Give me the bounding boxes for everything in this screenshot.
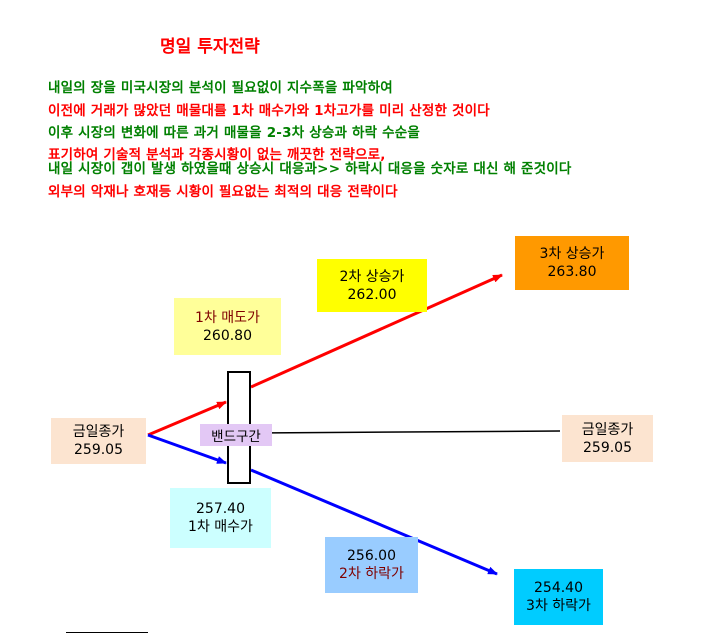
sell1-box: 1차 매도가 260.80 (174, 298, 281, 355)
rise2-value: 262.00 (347, 286, 397, 303)
rise3-box: 3차 상승가 263.80 (515, 236, 629, 290)
fall3-box: 254.40 3차 하락가 (514, 569, 603, 625)
rise2-label: 2차 상승가 (339, 268, 405, 285)
down-arrow-short (147, 433, 227, 465)
buy1-value: 257.40 (196, 501, 245, 517)
sell1-label: 1차 매도가 (195, 309, 260, 326)
fall2-value: 256.00 (347, 548, 396, 564)
description-line-3: 이후 시장의 변화에 따른 과거 매물을 2-3차 상승과 하락 수순을 (48, 125, 420, 141)
fall3-label: 3차 하락가 (526, 598, 591, 614)
close-price-right-box: 금일종가 259.05 (562, 415, 653, 462)
page-title: 명일 투자전략 (160, 37, 260, 57)
close-price-left-box: 금일종가 259.05 (51, 418, 146, 464)
down-arrow-long (250, 468, 498, 576)
fall2-label: 2차 하락가 (339, 566, 404, 582)
band-line (250, 430, 561, 434)
close-left-value: 259.05 (74, 442, 123, 458)
rise3-label: 3차 상승가 (539, 246, 605, 262)
buy1-box: 257.40 1차 매수가 (170, 488, 271, 548)
description-line-6: 외부의 악재나 호재등 시황이 필요없는 최적의 대응 전략이다 (48, 184, 398, 200)
rise2-box: 2차 상승가 262.00 (317, 259, 427, 312)
buy1-label: 1차 매수가 (188, 519, 253, 535)
close-right-value: 259.05 (583, 439, 632, 456)
sell1-value: 260.80 (203, 327, 252, 344)
band-label: 밴드구간 (200, 424, 272, 446)
description-line-5: 내일 시장이 갭이 발생 하였을때 상승시 대응과>> 하락시 대응을 숫자로 … (48, 161, 572, 177)
up-arrow-short (147, 400, 227, 437)
fall3-value: 254.40 (534, 580, 583, 596)
fall2-box: 256.00 2차 하락가 (325, 537, 418, 593)
rise3-value: 263.80 (547, 264, 597, 280)
close-right-label: 금일종가 (581, 421, 634, 438)
description-line-1: 내일의 장을 미국시장의 분석이 필요없이 지수폭을 파악하여 (48, 80, 393, 96)
description-line-4: 표기하여 기술적 분석과 각종시황이 없는 깨끗한 전략으로, (48, 147, 386, 163)
description-line-2: 이전에 거래가 많았던 매물대를 1차 매수가와 1차고가를 미리 산정한 것이… (48, 103, 490, 119)
close-left-label: 금일종가 (72, 424, 125, 440)
up-arrow-long (250, 273, 503, 389)
